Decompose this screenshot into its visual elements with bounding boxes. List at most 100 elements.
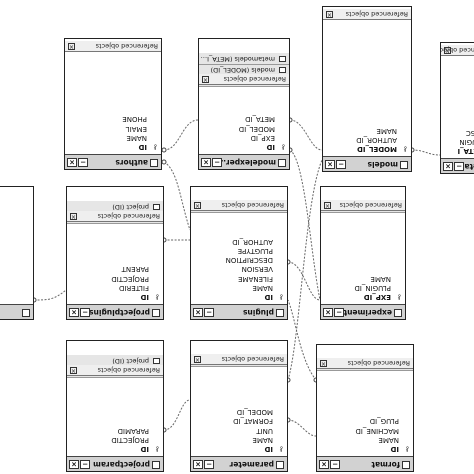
referenced-objects-bar[interactable]: Referenced objects×: [323, 9, 411, 20]
minimize-button[interactable]: −: [80, 308, 90, 317]
column-row[interactable]: NAME: [321, 273, 405, 283]
column-row[interactable]: PLUGIN_ID: [321, 283, 405, 292]
column-row[interactable]: META_ID: [199, 114, 289, 123]
collapse-icon[interactable]: ×: [70, 213, 77, 220]
table-left_partial[interactable]: −×: [0, 186, 34, 320]
column-row[interactable]: NAME: [191, 435, 287, 444]
table-title-bar[interactable]: plugins−×: [191, 304, 287, 319]
table-projectparam[interactable]: projectparam−×⚷IDPROJECTIDPARAMIDparamet…: [66, 340, 164, 472]
table-title-bar[interactable]: authors−×: [65, 154, 161, 169]
minimize-button[interactable]: −: [454, 162, 464, 171]
column-row[interactable]: ⚷META_I: [441, 146, 474, 155]
column-row[interactable]: ⚷ID: [317, 444, 413, 453]
referenced-objects-bar[interactable]: Referenced objects×: [199, 74, 289, 85]
close-button[interactable]: ×: [443, 162, 453, 171]
column-row[interactable]: FILTERID: [67, 283, 163, 292]
column-row[interactable]: AUTHOR_ID: [191, 237, 287, 246]
close-button[interactable]: ×: [67, 158, 77, 167]
table-title-bar[interactable]: projectparam−×: [67, 456, 163, 471]
column-row[interactable]: NAME: [323, 125, 411, 135]
column-row[interactable]: MODEL_ID: [191, 407, 287, 416]
table-title-bar[interactable]: modelexper…−×: [199, 154, 289, 169]
close-button[interactable]: ×: [325, 160, 335, 169]
column-row[interactable]: UNIT: [191, 425, 287, 435]
table-title-bar[interactable]: format−×: [317, 456, 413, 471]
minimize-button[interactable]: −: [336, 160, 346, 169]
table-metamodels[interactable]: meta…−× ⚷META_IPLUGINDESC Referenced objec…: [440, 42, 474, 174]
table-title-bar[interactable]: models−×: [323, 156, 411, 171]
column-row[interactable]: ⚷ID: [65, 142, 161, 151]
referenced-objects-bar[interactable]: Referenced objects×: [67, 365, 163, 376]
minimize-button[interactable]: −: [204, 308, 214, 317]
column-row[interactable]: DESC: [441, 127, 474, 137]
column-row[interactable]: AUTHOR_ID: [323, 135, 411, 144]
referenced-objects-bar[interactable]: Referenced objects×: [321, 200, 405, 211]
column-row[interactable]: DESCRIPTION: [191, 255, 287, 264]
table-title-bar[interactable]: experiments−×: [321, 304, 405, 319]
table-title-bar[interactable]: parameter−×: [191, 456, 287, 471]
collapse-icon[interactable]: ×: [194, 202, 201, 209]
referenced-objects-bar[interactable]: Referenced objects×: [67, 211, 163, 222]
close-button[interactable]: ×: [193, 460, 203, 469]
referenced-objects-bar[interactable]: Referenced objects×: [191, 354, 287, 365]
column-row[interactable]: ⚷ID: [199, 142, 289, 151]
minimize-button[interactable]: −: [212, 158, 222, 167]
column-row[interactable]: ⚷EXP_ID: [321, 292, 405, 301]
column-row[interactable]: FORMAT_ID: [191, 416, 287, 425]
table-title-bar[interactable]: projectplugins−×: [67, 304, 163, 319]
column-row[interactable]: PHONE: [65, 114, 161, 123]
column-row[interactable]: NAME: [191, 283, 287, 292]
column-row[interactable]: PARENT: [67, 264, 163, 273]
column-row[interactable]: EXP_ID: [199, 133, 289, 142]
table-modelexper[interactable]: modelexper…−×⚷IDEXP_IDMODEL_IDMETA_IDexp…: [198, 38, 290, 170]
referenced-objects-bar[interactable]: Referenced objects×: [317, 358, 413, 369]
column-row[interactable]: PLUGIN: [441, 137, 474, 146]
table-title-bar[interactable]: meta…−×: [441, 158, 474, 173]
column-row[interactable]: NAME: [65, 133, 161, 142]
column-row[interactable]: ⚷ID: [67, 292, 163, 301]
collapse-icon[interactable]: ×: [202, 76, 209, 83]
collapse-icon[interactable]: ×: [194, 356, 201, 363]
column-row[interactable]: PLUG_ID: [317, 416, 413, 425]
table-experiments[interactable]: experiments−×⚷EXP_IDPLUGIN_IDNAMEplugins…: [320, 186, 406, 320]
column-row[interactable]: PROJECTID: [67, 273, 163, 283]
minimize-button[interactable]: −: [204, 460, 214, 469]
column-row[interactable]: MODEL_ID: [199, 123, 289, 133]
referenced-objects-bar[interactable]: Referenced objects×: [65, 41, 161, 52]
column-row[interactable]: MACHINE_ID: [317, 425, 413, 435]
referenced-objects-bar[interactable]: Referenced objects×: [441, 45, 474, 56]
minimize-button[interactable]: −: [330, 460, 340, 469]
column-row[interactable]: EMAIL: [65, 123, 161, 133]
column-row[interactable]: ⚷ID: [191, 292, 287, 301]
related-object-item[interactable]: metamodels (META_I…: [199, 53, 289, 65]
column-row[interactable]: VERSION: [191, 264, 287, 273]
column-row[interactable]: ⚷MODEL_ID: [323, 144, 411, 153]
table-title-bar[interactable]: −×: [0, 304, 33, 319]
close-button[interactable]: ×: [193, 308, 203, 317]
column-row[interactable]: PARAMID: [67, 425, 163, 435]
collapse-icon[interactable]: ×: [326, 11, 333, 18]
collapse-icon[interactable]: ×: [68, 43, 75, 50]
table-parameter[interactable]: parameter−×⚷IDNAMEUNITFORMAT_IDMODEL_IDf…: [190, 340, 288, 472]
referenced-objects-bar[interactable]: Referenced objects×: [191, 200, 287, 211]
column-row[interactable]: PLUGTYPE: [191, 246, 287, 255]
collapse-icon[interactable]: ×: [324, 202, 331, 209]
minimize-button[interactable]: −: [334, 308, 344, 317]
table-format[interactable]: format−×⚷IDNAMEMACHINE_IDPLUG_IDplugins …: [316, 344, 414, 472]
minimize-button[interactable]: −: [80, 460, 90, 469]
minimize-button[interactable]: −: [78, 158, 88, 167]
collapse-icon[interactable]: ×: [70, 367, 77, 374]
column-row[interactable]: ⚷ID: [191, 444, 287, 453]
column-row[interactable]: NAME: [317, 435, 413, 444]
column-row[interactable]: FILENAME: [191, 273, 287, 283]
close-button[interactable]: ×: [69, 460, 79, 469]
close-button[interactable]: ×: [319, 460, 329, 469]
collapse-icon[interactable]: ×: [444, 47, 451, 54]
collapse-icon[interactable]: ×: [320, 360, 327, 367]
column-row[interactable]: ⚷ID: [67, 444, 163, 453]
close-button[interactable]: ×: [201, 158, 211, 167]
